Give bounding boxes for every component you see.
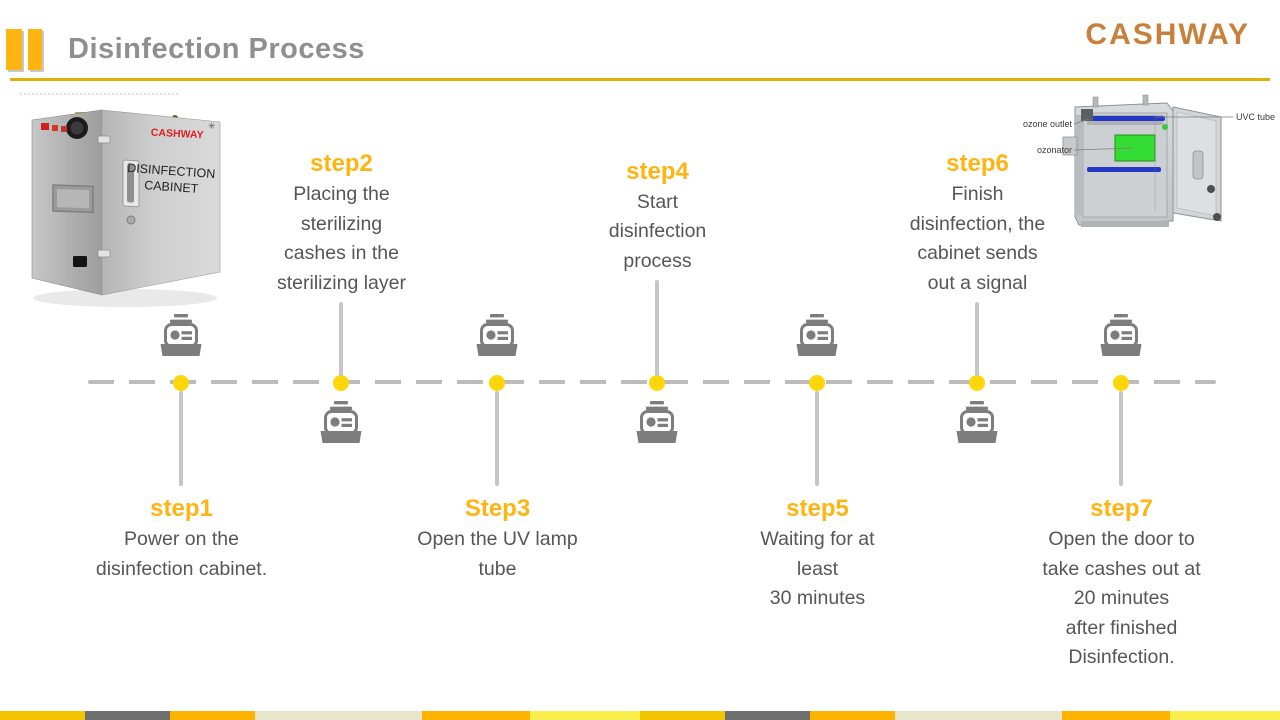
photo-label-line2: CABINET	[144, 178, 199, 196]
step-description-line: Start	[636, 190, 679, 213]
page-title: Disinfection Process	[68, 33, 365, 65]
timeline-dot	[489, 375, 505, 391]
step-description-line: Power on the	[124, 528, 239, 550]
step-description-line: Open the UV lamp	[417, 528, 578, 550]
step-description-line: Placing the	[293, 183, 390, 205]
footer-bar-segment	[1062, 711, 1170, 720]
title-accent-bar	[6, 29, 22, 70]
label-uvc-tube: UVC tube	[1236, 112, 1275, 122]
watermark-dots	[20, 93, 178, 95]
timeline-dot	[333, 375, 349, 391]
step-description-line: cashes in the	[284, 242, 399, 264]
step-description-line: process	[623, 249, 692, 272]
step-description-line: Waiting for at	[760, 528, 875, 550]
step-connector	[815, 391, 819, 486]
photo-label-line1: DISINFECTION	[127, 161, 216, 181]
step-connector	[1119, 391, 1123, 486]
cash-box-icon	[475, 314, 519, 356]
step-label: step4	[626, 157, 689, 185]
cash-box-icon	[635, 401, 679, 443]
step-label: Step3	[464, 495, 531, 522]
label-ozonator: ozonator	[1037, 145, 1072, 155]
footer-bar-segment	[895, 711, 1062, 720]
step-description-line: disinfection, the	[909, 212, 1046, 235]
timeline-dot	[1113, 375, 1129, 391]
step-connector	[655, 280, 659, 376]
timeline-dot	[649, 375, 665, 391]
step-connector	[495, 391, 499, 486]
step-label: step5	[786, 495, 849, 522]
step-description-line: tube	[478, 557, 517, 580]
disinfection-cabinet-photo: CASHWAY DISINFECTION CABINET ✳	[31, 109, 221, 307]
step-description-line: out a signal	[927, 271, 1028, 294]
step-label: step2	[310, 150, 373, 177]
step-connector	[339, 302, 343, 376]
footer-bar-segment	[810, 711, 895, 720]
step-description-line: Open the door to	[1048, 528, 1195, 550]
footer-bar-segment	[255, 711, 422, 720]
cash-box-icon	[955, 401, 999, 443]
cash-box-icon	[795, 314, 839, 356]
title-accent-bar	[28, 29, 42, 70]
step-description-line: disinfection	[608, 220, 707, 242]
step-description-line: sterilizing	[300, 212, 383, 235]
photo-brand-text: CASHWAY	[151, 127, 204, 142]
step-description-line: 20 minutes	[1073, 587, 1170, 609]
step-description-line: 30 minutes	[769, 587, 866, 609]
footer-color-bar	[0, 711, 1280, 720]
svg-text:✳: ✳	[208, 121, 216, 131]
step-description-line: take cashes out at	[1042, 557, 1201, 580]
step-label: step7	[1090, 495, 1153, 522]
step-connector	[179, 391, 183, 486]
footer-bar-segment	[85, 711, 170, 720]
step-description-line: disinfection cabinet.	[95, 557, 268, 580]
footer-bar-segment	[1170, 711, 1280, 720]
footer-bar-segment	[725, 711, 810, 720]
title-underline	[10, 78, 1270, 81]
timeline-dot	[173, 375, 189, 391]
footer-bar-segment	[0, 711, 85, 720]
step-description-line: cabinet sends	[917, 242, 1038, 264]
footer-bar-segment	[170, 711, 255, 720]
brand-logo: CASHWAY	[1085, 18, 1250, 51]
timeline-dot	[809, 375, 825, 391]
step-description-line: Disinfection.	[1068, 646, 1175, 668]
step-label: step1	[150, 495, 213, 522]
cash-box-icon	[1099, 314, 1143, 356]
step-description-line: after finished	[1065, 616, 1178, 639]
label-ozone-outlet: ozone outlet	[1023, 119, 1073, 129]
cash-box-icon	[319, 401, 363, 443]
step-description-line: least	[796, 557, 839, 580]
footer-bar-segment	[640, 711, 725, 720]
step-label: step6	[946, 150, 1009, 177]
cash-box-icon	[159, 314, 203, 356]
cabinet-diagram: ozone outlet ozonator UVC tube	[1023, 94, 1275, 227]
footer-bar-segment	[422, 711, 530, 720]
timeline-dot	[969, 375, 985, 391]
step-connector	[975, 302, 979, 376]
step-description-line: sterilizing layer	[277, 271, 406, 294]
footer-bar-segment	[530, 711, 640, 720]
step-description-line: Finish	[951, 183, 1004, 205]
